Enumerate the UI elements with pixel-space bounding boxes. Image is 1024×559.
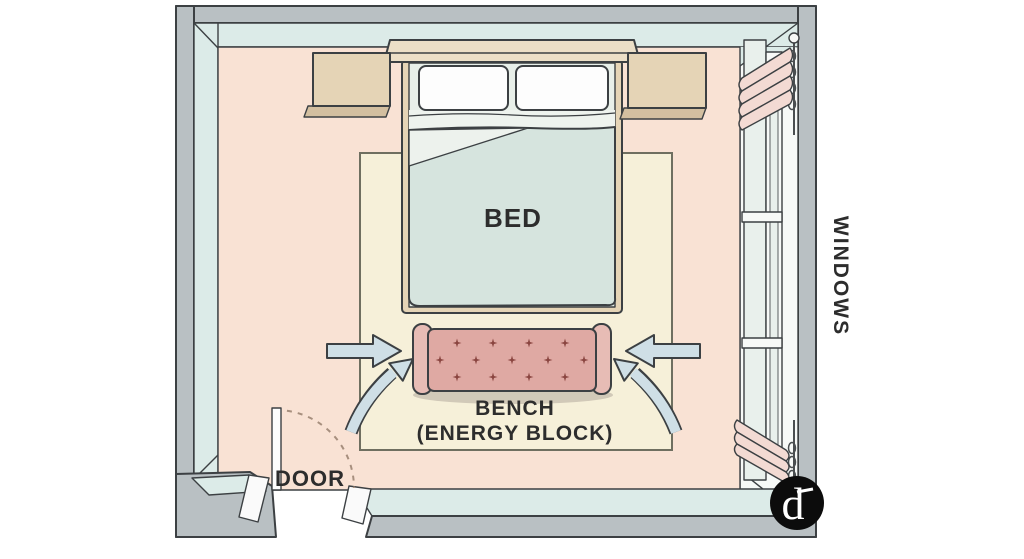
curtain-top — [738, 32, 800, 135]
logo-letter-bar — [796, 487, 814, 494]
door: DOOR — [271, 407, 355, 491]
bed-label: BED — [484, 203, 542, 233]
bottom-wall-front — [365, 515, 817, 538]
curtain-ring — [787, 441, 797, 455]
energy-flow-arrows — [326, 334, 701, 435]
windows-label: WINDOWS — [829, 216, 852, 336]
logo-letter: d — [782, 478, 805, 529]
bevel-top-left — [193, 22, 219, 49]
wall-top — [175, 5, 817, 24]
bed-duvet — [408, 126, 617, 307]
arrow-curved-right-head — [613, 358, 639, 382]
bench-sublabel: (ENERGY BLOCK) — [417, 422, 614, 445]
nightstand-right — [619, 52, 707, 120]
window-mullion-lower — [741, 337, 783, 349]
bench: BENCH (ENERGY BLOCK) — [412, 323, 614, 445]
door-jamb-right — [341, 485, 372, 525]
door-jamb-left — [238, 474, 270, 523]
curtain-bottom — [733, 419, 797, 486]
wall-left — [175, 5, 195, 538]
nightstand-left-side — [303, 105, 391, 118]
bed: BED — [383, 39, 641, 314]
bench-label: BENCH — [475, 397, 555, 420]
bed-pillow-right — [515, 65, 609, 111]
nightstand-left-top — [312, 52, 391, 107]
curtain-ruffle — [738, 89, 794, 131]
arrow-curved-left-head — [388, 358, 414, 382]
door-panel — [271, 407, 282, 491]
arrow-curved-right-shaft — [629, 368, 681, 434]
bed-pillow-left — [418, 65, 509, 111]
bed-duvet-fold — [408, 127, 529, 167]
door-label: DOOR — [275, 466, 345, 491]
window-wall — [741, 39, 783, 481]
nightstand-right-top — [627, 52, 707, 109]
bed-headboard — [383, 39, 641, 63]
nightstand-right-side — [619, 107, 707, 120]
brand-logo: d — [770, 476, 824, 530]
arrow-straight-right-icon — [625, 334, 701, 368]
bottom-wall-top-face — [354, 488, 817, 517]
nightstand-left — [303, 52, 391, 118]
wall-face-left — [193, 22, 219, 488]
door-swing-arc — [275, 409, 355, 489]
curtain-ring — [787, 455, 797, 469]
window-mullion-upper — [741, 211, 783, 223]
arrow-straight-left-icon — [326, 334, 402, 368]
window-glass-inner — [769, 59, 779, 461]
bed-sheet-edge — [408, 112, 616, 117]
wall-right — [797, 5, 817, 538]
arrow-curved-left-shaft — [346, 368, 398, 434]
curtain-finial — [788, 32, 800, 44]
